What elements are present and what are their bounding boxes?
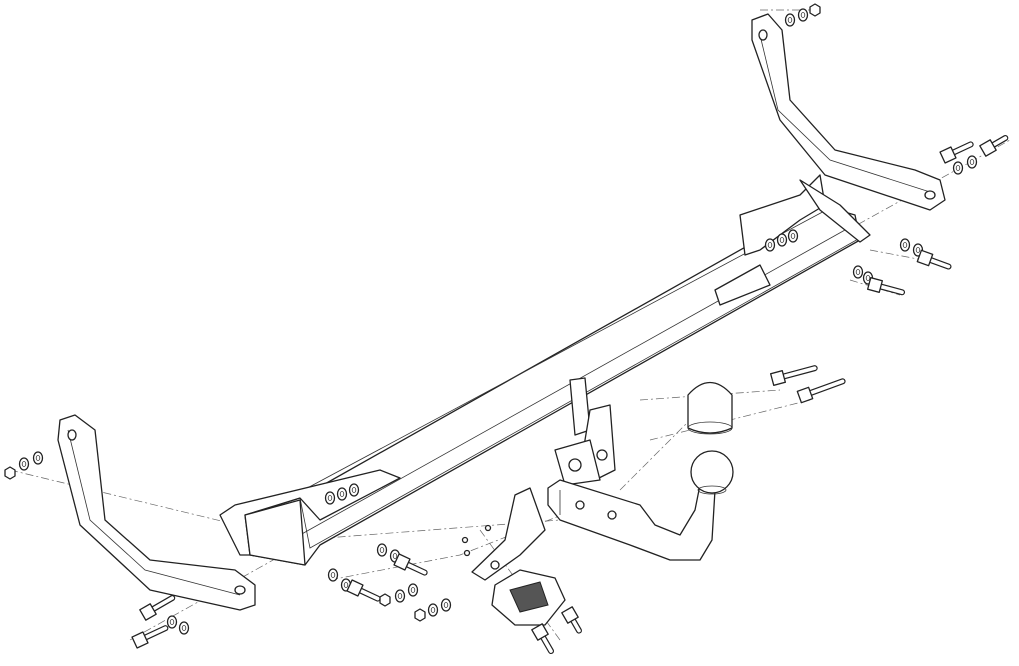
washer (784, 13, 796, 27)
nut (4, 466, 16, 480)
washer-hole (855, 269, 861, 275)
bolt-head (393, 553, 411, 571)
washer (324, 491, 336, 505)
small-nut (461, 536, 469, 544)
washer (440, 598, 452, 612)
washer-hole (397, 593, 403, 599)
main-crossbar (219, 174, 871, 566)
washer-hole (343, 582, 349, 588)
washer (797, 8, 809, 22)
washer-hole (800, 12, 806, 18)
washer-hole (379, 547, 385, 553)
washer (852, 265, 864, 279)
washer-hole (955, 165, 961, 171)
bolt-head (561, 606, 579, 624)
washer-hole (351, 487, 357, 493)
washer-hole (915, 247, 921, 253)
washer-hole (779, 237, 785, 243)
washer (899, 238, 911, 252)
washer-hole (339, 491, 345, 497)
small-nut (463, 549, 471, 557)
bolt-head (346, 579, 364, 597)
washer (32, 451, 44, 465)
washer-hole (767, 242, 773, 248)
washer-hole (410, 587, 416, 593)
bolt-head (939, 146, 957, 164)
nut (809, 3, 821, 17)
nut (414, 608, 426, 622)
left-side-bracket (57, 414, 256, 611)
washer (776, 233, 788, 247)
washer (787, 229, 799, 243)
washer (166, 615, 178, 629)
bolt-head (916, 249, 934, 267)
washer-hole (327, 495, 333, 501)
washer (394, 589, 406, 603)
tow-ball (690, 450, 734, 494)
bolt-head (867, 277, 883, 293)
washer (327, 568, 339, 582)
washer (18, 457, 30, 471)
washer-hole (787, 17, 793, 23)
washer-hole (392, 553, 398, 559)
washer-hole (169, 619, 175, 625)
washer (764, 238, 776, 252)
washer-hole (443, 602, 449, 608)
bolt-head (770, 370, 786, 386)
washer-hole (330, 572, 336, 578)
electrical-socket (491, 569, 566, 626)
washer (952, 161, 964, 175)
bolt-head (139, 603, 157, 621)
washer-hole (430, 607, 436, 613)
washer-hole (35, 455, 41, 461)
washer (336, 487, 348, 501)
washer (178, 621, 190, 635)
fasteners (4, 3, 1009, 655)
washer-hole (790, 233, 796, 239)
washer-hole (21, 461, 27, 467)
tow-ball-neck (547, 450, 734, 561)
washer (376, 543, 388, 557)
right-side-bracket (751, 13, 946, 211)
socket-bracket (471, 487, 546, 581)
nut (379, 593, 391, 607)
washer (427, 603, 439, 617)
washer (966, 155, 978, 169)
washer (348, 483, 360, 497)
bolt-head (979, 139, 997, 157)
bolt-head (131, 631, 149, 649)
washer-hole (865, 275, 871, 281)
ball-cover-cap (687, 381, 733, 435)
washer-hole (969, 159, 975, 165)
bolt-head (796, 386, 814, 404)
washer-hole (181, 625, 187, 631)
washer (407, 583, 419, 597)
bolt-shank-fill (803, 379, 845, 397)
bolt-head (531, 623, 549, 641)
small-nut (484, 524, 492, 532)
washer-hole (902, 242, 908, 248)
